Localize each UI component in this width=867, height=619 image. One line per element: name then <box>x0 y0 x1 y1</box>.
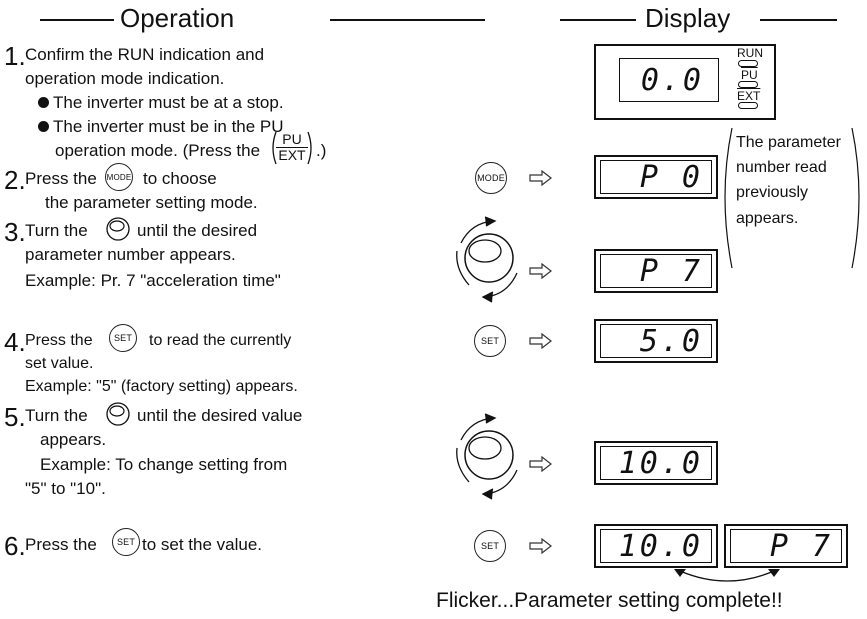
step-4-line-1a: Press the <box>25 332 93 349</box>
pu-ext-key-bracket <box>272 131 312 165</box>
dial-icon-inline-step5[interactable] <box>105 401 131 427</box>
pu-ext-divider <box>276 147 308 149</box>
setting-dial-icon-value[interactable] <box>443 410 531 500</box>
mode-button-inline[interactable]: MODE <box>105 163 133 191</box>
initial-display: 0.0 <box>619 58 719 102</box>
step-1-line-1: Confirm the RUN indication and <box>25 45 265 64</box>
arrow-right-icon <box>529 538 552 554</box>
step-1-bullet-2-text: The inverter must be in the PU <box>53 117 284 136</box>
display-final-right: P 7 <box>730 529 842 564</box>
step-3-line-1a: Turn the <box>25 221 88 240</box>
display-p0: P 0 <box>600 160 712 195</box>
setting-dial-icon[interactable] <box>443 213 531 303</box>
step-5-example-2: "5" to "10". <box>25 479 106 498</box>
step-2-line-1a: Press the <box>25 169 97 188</box>
bullet-dot <box>38 121 49 132</box>
set-button-write[interactable]: SET <box>474 530 506 562</box>
operation-header-rule-left <box>40 19 114 21</box>
display-header-rule-right <box>760 19 837 21</box>
step-2-number: 2. <box>4 165 26 195</box>
step-1-bullet-1-text: The inverter must be at a stop. <box>53 93 284 112</box>
operation-header: Operation <box>120 3 235 33</box>
display-header-rule-left <box>560 19 636 21</box>
arrow-right-icon <box>529 333 552 349</box>
step-1-bullet-2: The inverter must be in the PU <box>38 116 284 137</box>
mode-button[interactable]: MODE <box>475 162 507 194</box>
step-3-line-2: parameter number appears. <box>25 245 236 264</box>
pu-indicator-label: PU <box>741 68 758 82</box>
run-indicator-label: RUN <box>737 46 763 60</box>
step-4-line-1b: to read the currently <box>149 332 292 349</box>
arrow-right-icon <box>529 456 552 472</box>
pu-ext-key[interactable]: PU EXT <box>276 131 308 164</box>
step-5-example-1: Example: To change setting from <box>40 455 288 474</box>
ext-indicator-lamp <box>738 102 758 109</box>
note-line-4: appears. <box>736 210 799 227</box>
step-1-line-2: operation mode indication. <box>25 69 225 88</box>
step-3-number: 3. <box>4 217 26 247</box>
ext-indicator-label: EXT <box>737 89 761 103</box>
set-button-inline-step6[interactable]: SET <box>112 528 140 556</box>
note-bracket <box>724 127 860 269</box>
step-5-line-2: appears. <box>40 430 107 449</box>
step-1-bullet-1: The inverter must be at a stop. <box>38 92 284 113</box>
display-header: Display <box>645 3 731 33</box>
pu-indicator-lamp <box>738 81 758 88</box>
dial-icon-inline[interactable] <box>105 216 131 242</box>
display-5: 5.0 <box>600 324 712 359</box>
step-1-bullet-3-end: .) <box>316 141 327 160</box>
step-5-number: 5. <box>4 402 26 432</box>
step-5-line-1a: Turn the <box>25 406 88 425</box>
bullet-dot <box>38 97 49 108</box>
note-line-2: number read <box>736 159 827 176</box>
display-p7: P 7 <box>600 254 712 289</box>
pu-key-label: PU <box>282 131 302 147</box>
step-4-line-2: set value. <box>25 355 94 372</box>
run-indicator-lamp <box>738 60 758 67</box>
step-4-example: Example: "5" (factory setting) appears. <box>25 378 298 395</box>
set-button-inline-step4[interactable]: SET <box>109 324 137 352</box>
step-2-line-2: the parameter setting mode. <box>45 193 258 212</box>
step-6-number: 6. <box>4 531 26 561</box>
operation-header-rule-right <box>330 19 485 21</box>
step-2-line-1b: to choose <box>143 169 217 188</box>
step-6-line-1b: to set the value. <box>142 535 263 554</box>
step-3-line-1b: until the desired <box>137 221 258 240</box>
step-6-line-1a: Press the <box>25 535 97 554</box>
footer-caption: Flicker...Parameter setting complete!! <box>436 589 783 612</box>
arrow-right-icon <box>529 170 552 186</box>
note-line-3: previously <box>736 184 809 201</box>
step-5-line-1b: until the desired value <box>137 406 303 425</box>
step-3-example: Example: Pr. 7 "acceleration time" <box>25 271 281 290</box>
step-1-number: 1. <box>4 41 26 71</box>
note-line-1: The parameter <box>736 134 841 151</box>
flicker-double-arrow-icon <box>674 569 780 582</box>
set-button-read[interactable]: SET <box>474 325 506 357</box>
ext-key-label: EXT <box>278 147 306 164</box>
step-1-bullet-3: operation mode. (Press the <box>55 141 261 160</box>
arrow-right-icon <box>529 263 552 279</box>
display-final-left: 10.0 <box>600 529 712 564</box>
step-4-number: 4. <box>4 327 26 357</box>
display-10: 10.0 <box>600 446 712 481</box>
